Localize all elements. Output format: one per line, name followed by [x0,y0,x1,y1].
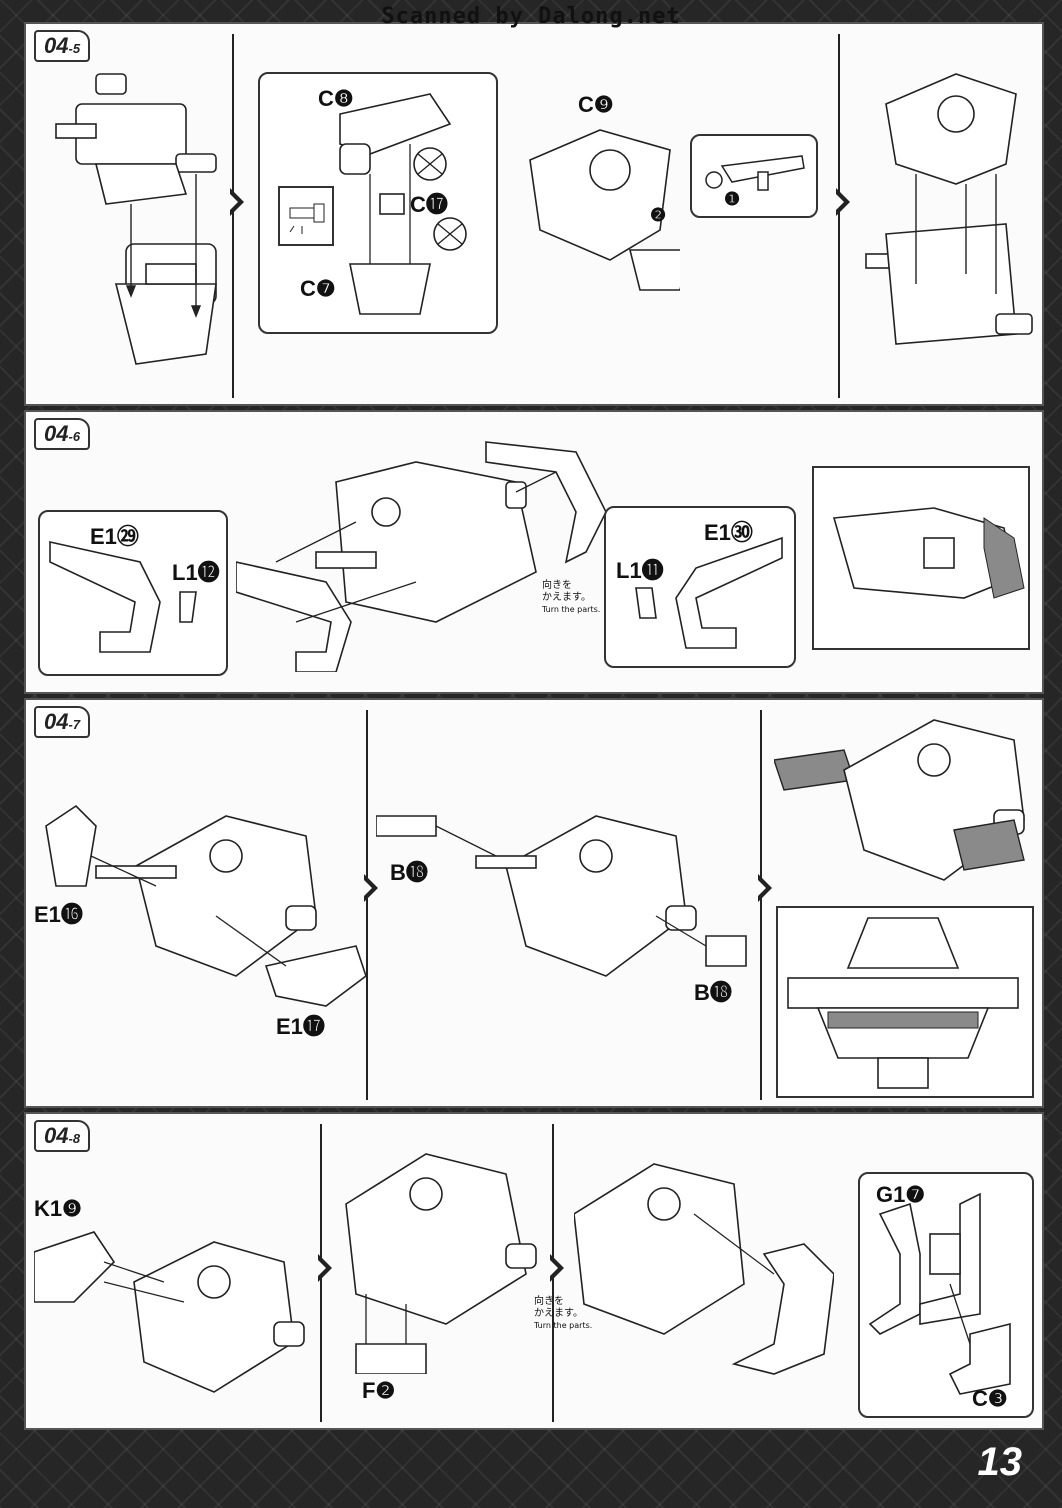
note-line: Turn the parts. [542,605,601,614]
gate-nub-icon [289,203,325,234]
next-arrow-icon [836,188,850,216]
step-tag: 04-8 [34,1120,91,1152]
note-line: かえます。 [534,1308,583,1319]
part-label-c3: C❸ [972,1386,1008,1411]
step-marker-1: ❶ [724,189,741,209]
subassembly-box: G1❼ C❸ [858,1172,1034,1418]
note-line: かえます。 [542,592,591,603]
part-assembly-drawing [705,155,805,191]
step-04-6-panel: 04-6 E1㉙ L1⓬ [24,410,1044,694]
next-arrow-icon [550,1254,564,1282]
part-assembly-drawing [832,507,1025,599]
part-assembly-drawing [868,1192,1011,1395]
part-label-l1-11: L1⓫ [616,558,664,583]
part-assembly-drawing [49,541,197,653]
step-04-8-panel: 04-8 K1❾ [24,1112,1044,1430]
assembly-drawing [574,1154,834,1384]
step-sub-number: -6 [68,429,81,444]
part-label-g1-7: G1❼ [876,1182,926,1207]
part-assembly-drawing [787,917,1019,1089]
next-arrow-icon [318,1254,332,1282]
step-tag: 04-5 [34,30,91,62]
next-arrow-icon [364,874,378,902]
part-label-b18-top: B⓲ [390,860,428,885]
panel-divider [838,34,840,398]
note-line: 向きを [534,1296,564,1307]
assembly-drawing [856,54,1036,364]
step-number: 04 [44,709,69,734]
part-label-c17: C⓱ [410,192,448,217]
part-label-k1-9: K1❾ [34,1196,82,1221]
part-label-b18-bottom: B⓲ [694,980,732,1005]
assembly-drawing [236,432,606,672]
gate-detail-box [278,186,334,246]
part-label-l1-12: L1⓬ [172,560,220,585]
step-tag: 04-7 [34,706,91,738]
result-detail-box [776,906,1034,1098]
panel-divider [232,34,234,398]
step-04-7-panel: 04-7 E1⓰ E1⓱ [24,698,1044,1108]
assembly-drawing [520,120,680,300]
turn-parts-note: 向きを かえます。 Turn the parts. [534,1296,592,1332]
assembly-drawing [36,64,226,374]
subassembly-box: C❽ C⓱ C❼ [258,72,498,334]
step-number: 04 [44,421,69,446]
part-label-e1-30: E1㉚ [704,520,753,545]
note-line: 向きを [542,580,572,591]
step-number: 04 [44,1123,69,1148]
panel-divider [366,710,368,1100]
result-detail-box [812,466,1030,650]
detail-box: ❶ [690,134,818,218]
turn-parts-note: 向きを かえます。 Turn the parts. [542,580,600,616]
subassembly-box: E1㉙ L1⓬ [38,510,228,676]
part-label-c9: C❾ [578,92,614,117]
step-marker-2: ❷ [650,205,667,225]
panel-divider [760,710,762,1100]
page-number: 13 [977,1440,1023,1484]
note-line: Turn the parts. [534,1321,593,1330]
step-04-5-panel: 04-5 [24,22,1044,406]
part-label-c7: C❼ [300,276,336,301]
assembly-drawing [36,796,366,1036]
part-label-e1-29: E1㉙ [90,524,139,549]
step-sub-number: -8 [68,1131,81,1146]
part-assembly-drawing [635,536,783,649]
assembly-drawing [336,1144,546,1374]
step-tag: 04-6 [34,418,91,450]
part-assembly-drawing [339,93,467,315]
part-label-f2: F❷ [362,1378,396,1403]
step-sub-number: -5 [68,41,81,56]
part-label-c8: C❽ [318,86,354,111]
next-arrow-icon [230,188,244,216]
next-arrow-icon [758,874,772,902]
part-label-e1-16: E1⓰ [34,902,83,927]
step-sub-number: -7 [68,717,81,732]
assembly-drawing [34,1222,314,1412]
assembly-drawing [376,796,756,1016]
subassembly-box: E1㉚ L1⓫ [604,506,796,668]
step-number: 04 [44,33,69,58]
part-label-e1-17: E1⓱ [276,1014,325,1039]
watermark: Scanned by Dalong.net [381,4,681,29]
assembly-drawing [774,710,1034,890]
